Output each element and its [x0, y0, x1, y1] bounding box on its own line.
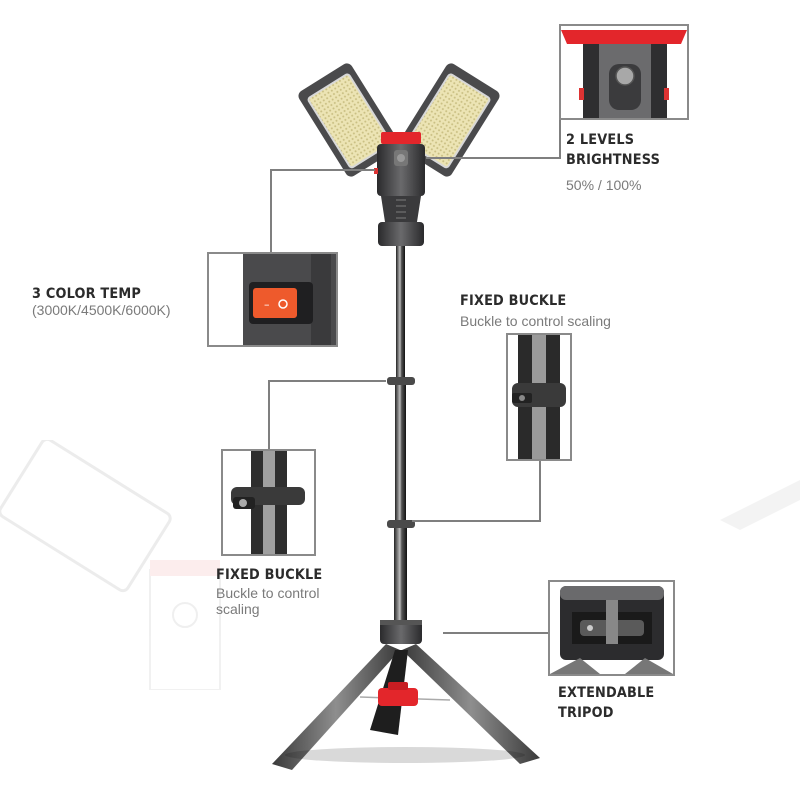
- buckle-upper-title: FIXED BUCKLE: [460, 293, 567, 309]
- callout-line-buckle-upper-v: [539, 461, 541, 521]
- buckle-lower-title: FIXED BUCKLE: [216, 567, 323, 583]
- color-temp-detail: (3000K/4500K/6000K): [32, 302, 171, 318]
- pole-clamp-icon: [223, 451, 314, 554]
- buckle-lower-detail: Buckle to control scaling: [216, 585, 320, 617]
- pole-clamp-icon: [508, 335, 570, 459]
- callout-line-colortemp-v: [270, 169, 272, 253]
- tripod-title: EXTENDABLE TRIPOD: [558, 685, 655, 721]
- callout-line-colortemp-h: [270, 169, 375, 171]
- brightness-detail: 50% / 100%: [566, 177, 642, 193]
- callout-line-tripod-h: [443, 632, 549, 634]
- tripod-detail-image: [548, 580, 675, 676]
- callout-line-buckle-lower-h: [268, 380, 386, 382]
- svg-text:–: –: [264, 298, 270, 311]
- buckle-lower-detail-image: [221, 449, 316, 556]
- led-panel-left: [298, 63, 400, 177]
- brightness-title: 2 LEVELS BRIGHTNESS: [566, 132, 661, 168]
- callout-line-brightness-h: [426, 157, 561, 159]
- color-temp-title: 3 COLOR TEMP: [32, 286, 142, 302]
- ghost-light-background-right: [720, 480, 800, 530]
- callout-line-buckle-lower-v: [268, 380, 270, 450]
- power-button-icon: [561, 26, 687, 118]
- buckle-upper-detail-image: [506, 333, 572, 461]
- color-temp-detail-image: –: [207, 252, 338, 347]
- tripod-collar-icon: [550, 582, 673, 674]
- ghost-light-background: [0, 440, 221, 690]
- callout-line-buckle-upper-h: [412, 520, 541, 522]
- buckle-upper-detail: Buckle to control scaling: [460, 313, 611, 329]
- rocker-switch-icon: –: [209, 254, 336, 345]
- brightness-detail-image: [559, 24, 689, 120]
